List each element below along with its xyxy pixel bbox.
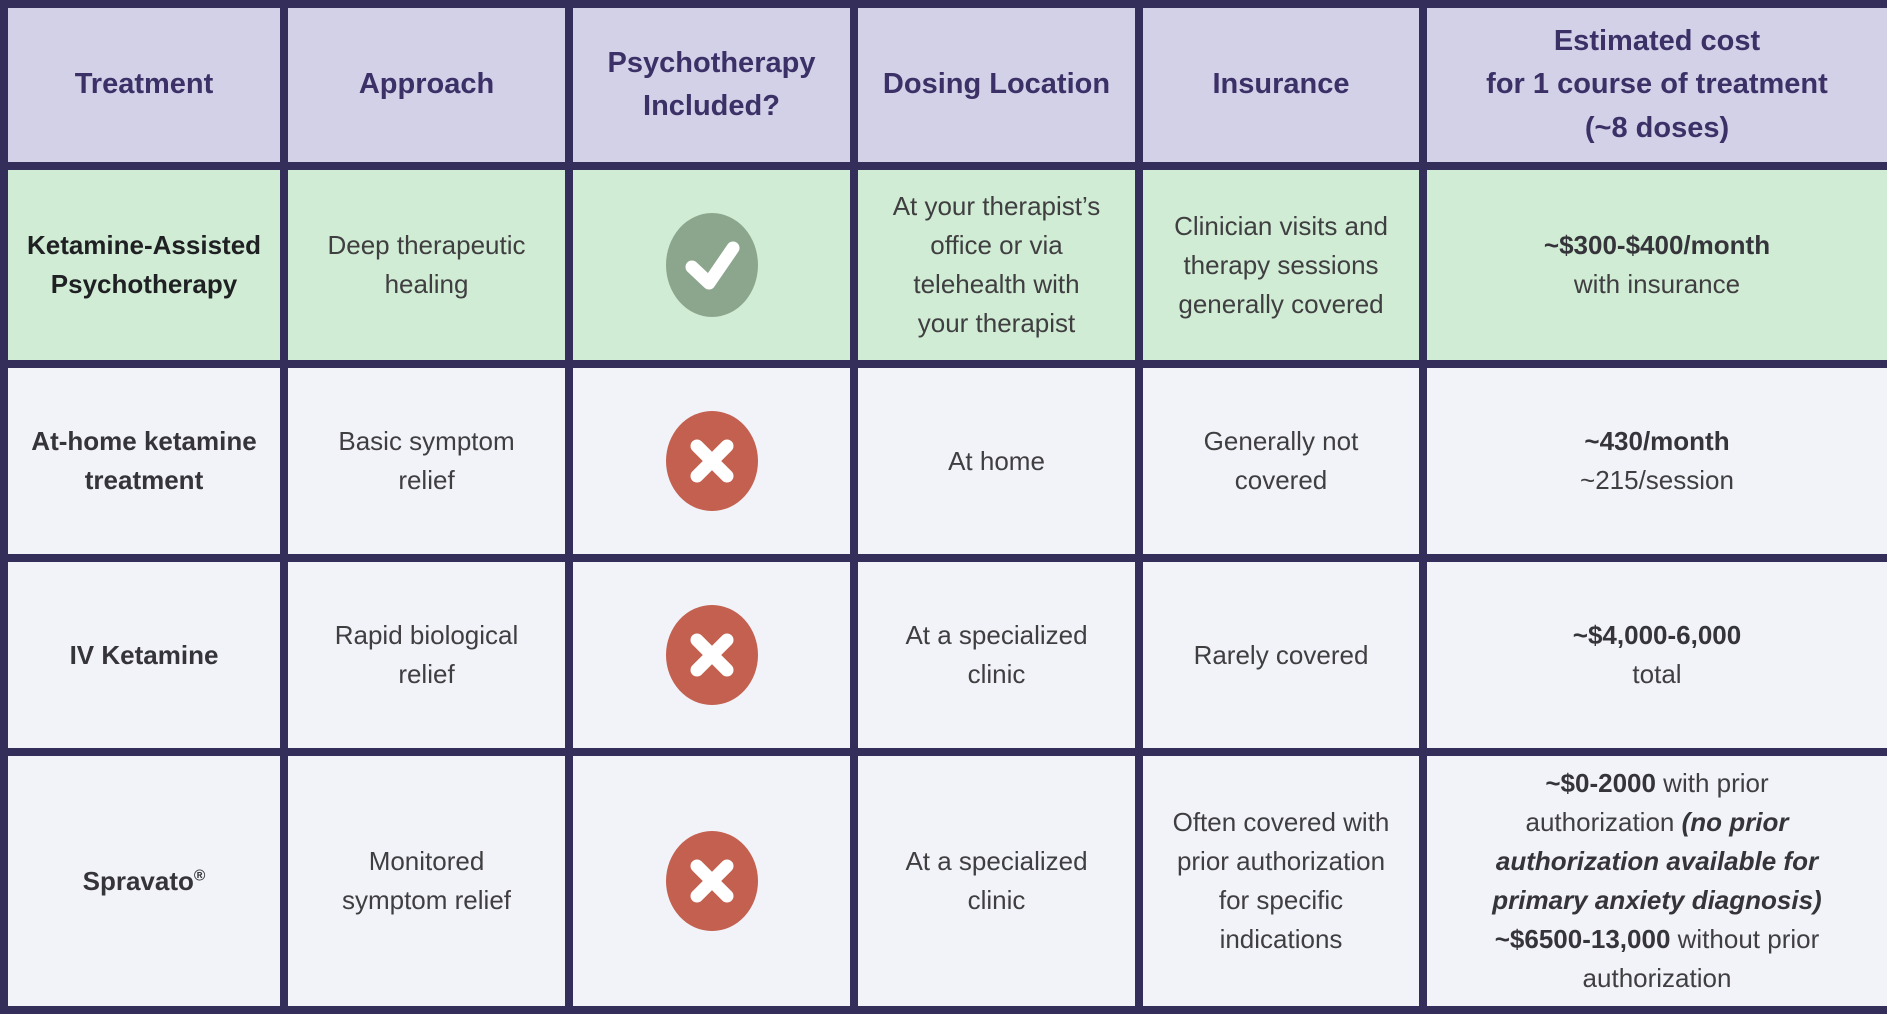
dosing-location-cell: At your therapist’s office or via telehe… — [850, 162, 1143, 368]
text-segment: without prior authorization — [1582, 924, 1820, 993]
text-segment: At a specialized clinic — [905, 620, 1088, 689]
estimated-cost-cell: ~$4,000-6,000 total — [1419, 554, 1887, 756]
estimated-cost-cell: ~430/month ~215/session — [1419, 360, 1887, 562]
text-segment: Rarely covered — [1193, 639, 1369, 670]
text-segment: Basic symptom relief — [338, 426, 515, 495]
column-header-insurance: Insurance — [1135, 0, 1427, 170]
text-segment: Monitored symptom relief — [341, 846, 512, 915]
cross-glyph — [690, 633, 733, 677]
text-segment: ~$6500-13,000 — [1494, 924, 1671, 954]
cross-glyph — [690, 859, 733, 903]
row-iv-ketamine: IV Ketamine Rapid biological relief At a… — [0, 554, 1887, 756]
treatment-cell: IV Ketamine — [0, 554, 288, 756]
dosing-location-cell: At a specialized clinic — [850, 748, 1143, 1014]
text-segment: Ketamine-Assisted Psychotherapy — [26, 230, 262, 299]
text-segment: Spravato — [82, 865, 194, 896]
cross-icon — [665, 605, 758, 705]
cross-icon — [665, 411, 758, 511]
text-segment: At home — [948, 445, 1045, 476]
check-icon — [665, 213, 758, 317]
estimated-cost-cell: ~$300-$400/month with insurance — [1419, 162, 1887, 368]
treatment-cell: Spravato® — [0, 748, 288, 1014]
text-segment: total — [1632, 659, 1682, 689]
insurance-cell: Clinician visits and therapy sessions ge… — [1135, 162, 1427, 368]
text-segment: ~430/month — [1584, 426, 1730, 456]
approach-cell: Basic symptom relief — [280, 360, 573, 562]
text-segment: ~$4,000-6,000 — [1572, 620, 1742, 650]
text-segment: ~215/session — [1580, 465, 1734, 495]
text-segment: Clinician visits and therapy sessions ge… — [1174, 210, 1388, 319]
text-segment: Generally not covered — [1203, 426, 1359, 495]
approach-cell: Monitored symptom relief — [280, 748, 573, 1014]
header-row: Treatment Approach Psychotherapy Include… — [0, 0, 1887, 170]
psychotherapy-included-cell — [565, 360, 858, 562]
row-ketamine-assisted-psychotherapy: Ketamine-Assisted Psychotherapy Deep the… — [0, 162, 1887, 368]
column-header-dosing-location: Dosing Location — [850, 0, 1143, 170]
estimated-cost-cell: ~$0-2000 with prior authorization (no pr… — [1419, 748, 1887, 1014]
text-segment: ~$0-2000 — [1545, 768, 1656, 798]
check-circle-bg — [665, 213, 758, 317]
psychotherapy-included-cell — [565, 162, 858, 368]
text-segment: ® — [193, 866, 206, 884]
approach-cell: Deep therapeutic healing — [280, 162, 573, 368]
treatment-cell: Ketamine-Assisted Psychotherapy — [0, 162, 288, 368]
column-header-approach: Approach — [280, 0, 573, 170]
text-segment: At-home ketamine treatment — [31, 426, 257, 495]
text-segment: At a specialized clinic — [905, 846, 1088, 915]
treatment-cell: At-home ketamine treatment — [0, 360, 288, 562]
text-segment: (no prior authorization available for pr… — [1492, 807, 1822, 915]
cross-glyph — [690, 439, 733, 483]
cross-icon — [665, 831, 758, 931]
dosing-location-cell: At a specialized clinic — [850, 554, 1143, 756]
column-header-psychotherapy-included: Psychotherapy Included? — [565, 0, 858, 170]
text-segment: with prior authorization — [1525, 768, 1769, 837]
text-segment: with insurance — [1573, 269, 1741, 299]
text-segment: IV Ketamine — [69, 639, 219, 670]
insurance-cell: Rarely covered — [1135, 554, 1427, 756]
insurance-cell: Often covered with prior authorization f… — [1135, 748, 1427, 1014]
column-header-estimated-cost: Estimated cost for 1 course of treatment… — [1419, 0, 1887, 170]
check-glyph — [685, 241, 739, 290]
text-segment: At your therapist’s office or via telehe… — [892, 191, 1101, 338]
text-segment: ~$300-$400/month — [1543, 230, 1771, 260]
text-segment: Rapid biological relief — [334, 620, 519, 689]
text-segment: Often covered with prior authorization f… — [1172, 807, 1390, 954]
psychotherapy-included-cell — [565, 554, 858, 756]
text-segment: Deep therapeutic healing — [327, 230, 526, 299]
insurance-cell: Generally not covered — [1135, 360, 1427, 562]
row-spravato: Spravato® Monitored symptom relief At a … — [0, 748, 1887, 1014]
column-header-treatment: Treatment — [0, 0, 288, 170]
psychotherapy-included-cell — [565, 748, 858, 1014]
dosing-location-cell: At home — [850, 360, 1143, 562]
row-at-home-ketamine-treatment: At-home ketamine treatment Basic symptom… — [0, 360, 1887, 562]
approach-cell: Rapid biological relief — [280, 554, 573, 756]
